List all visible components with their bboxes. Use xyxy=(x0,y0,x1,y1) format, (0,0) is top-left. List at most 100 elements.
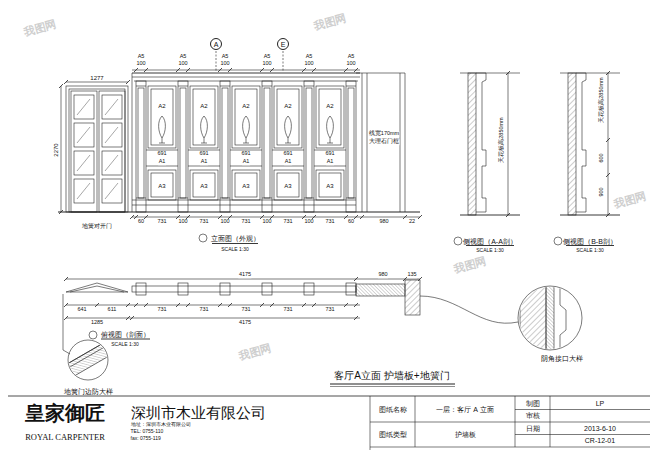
cell-text: LP xyxy=(596,400,605,407)
dimension: 611 xyxy=(107,307,117,313)
lower-panel xyxy=(190,170,218,200)
table-line xyxy=(515,396,516,447)
dim-tick xyxy=(403,215,407,219)
view-title: 俯视图（剖面） xyxy=(100,331,150,338)
carved-ornament xyxy=(243,116,250,143)
cornice-line xyxy=(132,73,360,74)
material-code: A1 xyxy=(326,159,334,165)
dim-tick xyxy=(606,138,610,142)
material-code: A3 xyxy=(284,183,292,189)
title-underline xyxy=(101,339,150,340)
lower-panel xyxy=(316,170,344,200)
chair-rail xyxy=(188,166,220,167)
dimension: 4175 xyxy=(238,320,251,326)
table-line xyxy=(515,422,650,423)
upper-panel xyxy=(190,86,218,148)
dimension: 100 xyxy=(220,61,230,67)
carved-ornament xyxy=(327,116,334,143)
glass-pane xyxy=(102,123,122,147)
dimension: 100 xyxy=(220,219,230,225)
pilaster xyxy=(178,81,188,212)
pilaster xyxy=(304,81,314,212)
watermark: 我图网 xyxy=(313,12,348,31)
wall-detail xyxy=(520,285,546,355)
pilaster-inner xyxy=(264,88,270,198)
cell-text: 审核 xyxy=(526,412,540,419)
dimension: 980 xyxy=(379,219,389,225)
section-marker: A xyxy=(210,38,222,50)
material-code: A1 xyxy=(200,159,208,165)
view-symbol xyxy=(554,237,562,245)
title-cell: 日期 xyxy=(515,422,550,435)
pilaster-plan xyxy=(346,283,356,295)
cell-text: CR-12-01 xyxy=(585,437,615,444)
dimension: 600 xyxy=(599,153,605,163)
table-line xyxy=(370,396,371,450)
dim-tick xyxy=(64,303,68,307)
scale-note: SCALE 1:30 xyxy=(576,248,605,253)
address: 地址：深圳市木业有限公司 xyxy=(130,422,191,427)
watermark: 我图网 xyxy=(23,18,58,37)
dimension: 641 xyxy=(77,307,87,313)
dim-tick xyxy=(418,215,422,219)
detail-rot xyxy=(65,343,110,377)
cell-text: 日期 xyxy=(526,425,540,432)
dim-tick xyxy=(228,68,232,72)
dim-tick xyxy=(418,277,422,281)
pilaster-plan xyxy=(220,283,230,295)
marble-frame xyxy=(362,73,363,212)
chair-rail xyxy=(272,166,304,167)
dimension: 691 xyxy=(157,151,167,157)
address: TEL: 0755-110 xyxy=(130,429,164,434)
dim-tick xyxy=(126,316,130,320)
glass-pane xyxy=(102,95,122,119)
detail-title: 阴角接口大样 xyxy=(541,355,584,362)
molding-detail xyxy=(554,285,566,355)
dim-tick xyxy=(354,215,358,219)
glass-hatch xyxy=(105,127,118,143)
marble-plan xyxy=(356,284,405,296)
dim-tick xyxy=(228,303,232,307)
title-cell: LP xyxy=(550,397,650,410)
dim-tick xyxy=(126,303,130,307)
pilaster-inner xyxy=(138,88,144,198)
dim-tick xyxy=(186,68,190,72)
cell-text: 护墙板 xyxy=(455,431,476,438)
dim-tick xyxy=(126,80,130,84)
cell-text: 2013-6-10 xyxy=(584,425,616,432)
dimension: 100 xyxy=(346,61,356,67)
detail-title: 地簧门边防大样 xyxy=(63,388,113,395)
axis-code: A5 xyxy=(137,54,145,60)
glass-pane xyxy=(74,123,94,147)
lower-panel-inner xyxy=(319,173,341,197)
wall-section xyxy=(468,73,476,215)
door-label: 地簧对开门 xyxy=(82,223,113,229)
dimension: 691 xyxy=(325,151,335,157)
scale-note: SCALE 1:30 xyxy=(111,342,140,347)
floor-line xyxy=(460,215,520,216)
dim-tick xyxy=(354,316,358,320)
carved-ornament xyxy=(285,116,292,143)
dim-tick xyxy=(344,68,348,72)
axis-code: A5 xyxy=(263,54,271,60)
address: fax: 0755-119 xyxy=(130,436,161,441)
upper-panel xyxy=(316,86,344,148)
dimension: 731 xyxy=(283,307,293,313)
glass-hatch xyxy=(77,99,90,115)
pilaster-base xyxy=(220,198,230,199)
section-mark-line xyxy=(283,51,284,72)
upper-panel-inner xyxy=(151,89,173,145)
dim-tick xyxy=(95,303,99,307)
dimension-line xyxy=(608,73,609,215)
pilaster-capital xyxy=(178,86,188,87)
view-title: 侧视图（B-B剖） xyxy=(563,238,618,245)
pilaster-capital xyxy=(136,86,146,87)
cell-text: 一层：客厅 A 立面 xyxy=(436,406,493,413)
lower-panel-inner xyxy=(277,173,299,197)
dim-tick xyxy=(59,84,63,88)
detail-clip xyxy=(65,343,110,377)
title-underline xyxy=(566,245,614,246)
dim-tick xyxy=(354,68,358,72)
dim-tick xyxy=(260,303,264,307)
wall-edge xyxy=(132,73,133,212)
